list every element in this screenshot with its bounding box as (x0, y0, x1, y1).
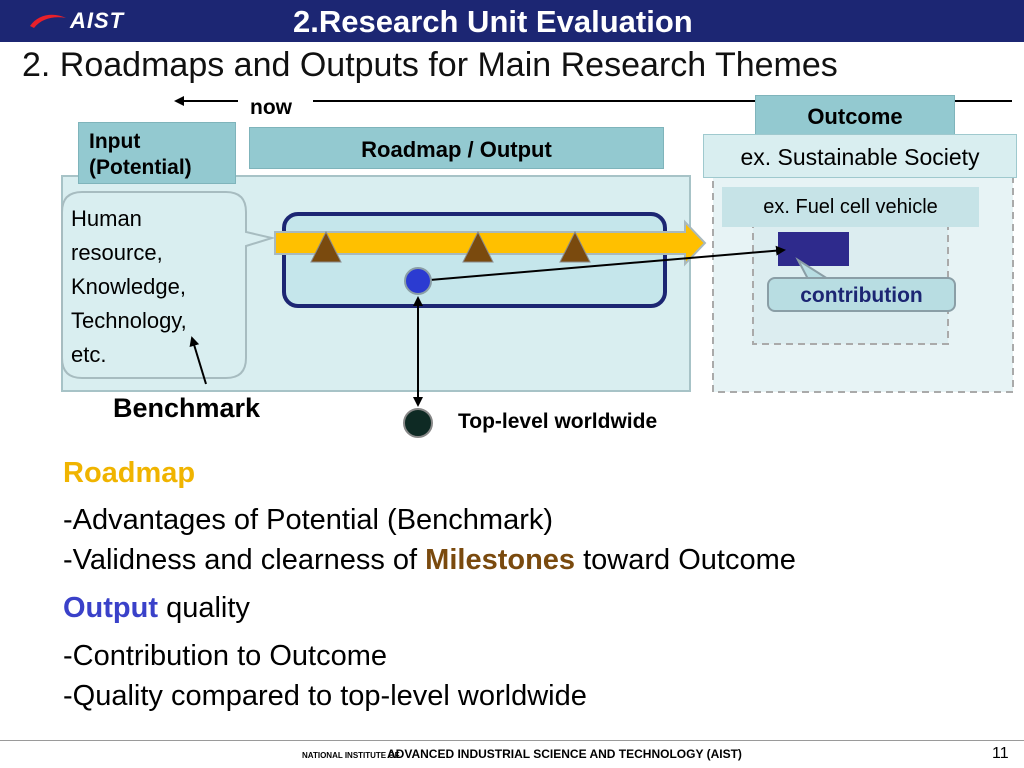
roadmap-output-label: Roadmap / Output (249, 127, 664, 169)
output-heading: Output quality (63, 592, 250, 625)
product-box (778, 232, 849, 266)
output-heading-rest: quality (158, 592, 250, 624)
output-keyword: Output (63, 592, 159, 624)
roadmap-arrow (274, 219, 707, 267)
aist-logo-icon (30, 14, 66, 28)
input-label-line: (Potential) (89, 156, 192, 179)
potential-item: resource, (71, 240, 163, 265)
top-level-label: Top-level worldwide (458, 410, 658, 433)
roadmap-heading: Roadmap (63, 457, 196, 489)
society-example-label: ex. Sustainable Society (703, 134, 1017, 178)
milestones-keyword: Milestones (425, 544, 576, 576)
outcome-label: Outcome (755, 95, 955, 135)
roadmap-point-1: -Advantages of Potential (Benchmark) (63, 504, 554, 536)
contribution-label: contribution (767, 277, 956, 312)
potential-item: etc. (71, 342, 107, 367)
page-number: 11 (992, 745, 1009, 762)
footer-organization: ADVANCED INDUSTRIAL SCIENCE AND TECHNOLO… (387, 747, 742, 761)
output-point-2: -Quality compared to top-level worldwide (63, 680, 587, 712)
footer-divider (0, 740, 1024, 741)
footer-prefix: NATIONAL INSTITUTE OF (302, 751, 400, 760)
milestone-marker (310, 230, 342, 263)
slide-title: 2. Roadmaps and Outputs for Main Researc… (22, 46, 838, 84)
potential-callout (61, 191, 276, 379)
potential-item: Technology, (71, 308, 187, 333)
milestone-marker (559, 230, 591, 263)
top-level-dot (403, 408, 433, 438)
now-label: now (250, 96, 292, 119)
potential-item: Knowledge, (71, 274, 186, 299)
roadmap-point-2-suffix: toward Outcome (575, 544, 796, 576)
roadmap-point-2: -Validness and clearness of Milestones t… (63, 544, 796, 577)
potential-item: Human (71, 206, 142, 231)
contribution-arrow (417, 245, 786, 282)
milestone-marker (462, 230, 494, 263)
aist-logo-text: AIST (70, 8, 125, 33)
input-label-line: Input (89, 130, 141, 153)
header-bar (0, 0, 1024, 42)
benchmark-label: Benchmark (113, 393, 261, 423)
output-dot (404, 267, 432, 295)
potential-items: Human resource, Knowledge, Technology, e… (71, 202, 187, 372)
unit-title: 2.Research Unit Evaluation (293, 4, 693, 39)
output-point-1: -Contribution to Outcome (63, 640, 387, 672)
roadmap-point-2-prefix: -Validness and clearness of (63, 544, 426, 576)
benchmark-pointer (189, 336, 207, 385)
fuel-cell-example-label: ex. Fuel cell vehicle (722, 187, 979, 227)
input-potential-label: Input (Potential) (78, 122, 236, 184)
